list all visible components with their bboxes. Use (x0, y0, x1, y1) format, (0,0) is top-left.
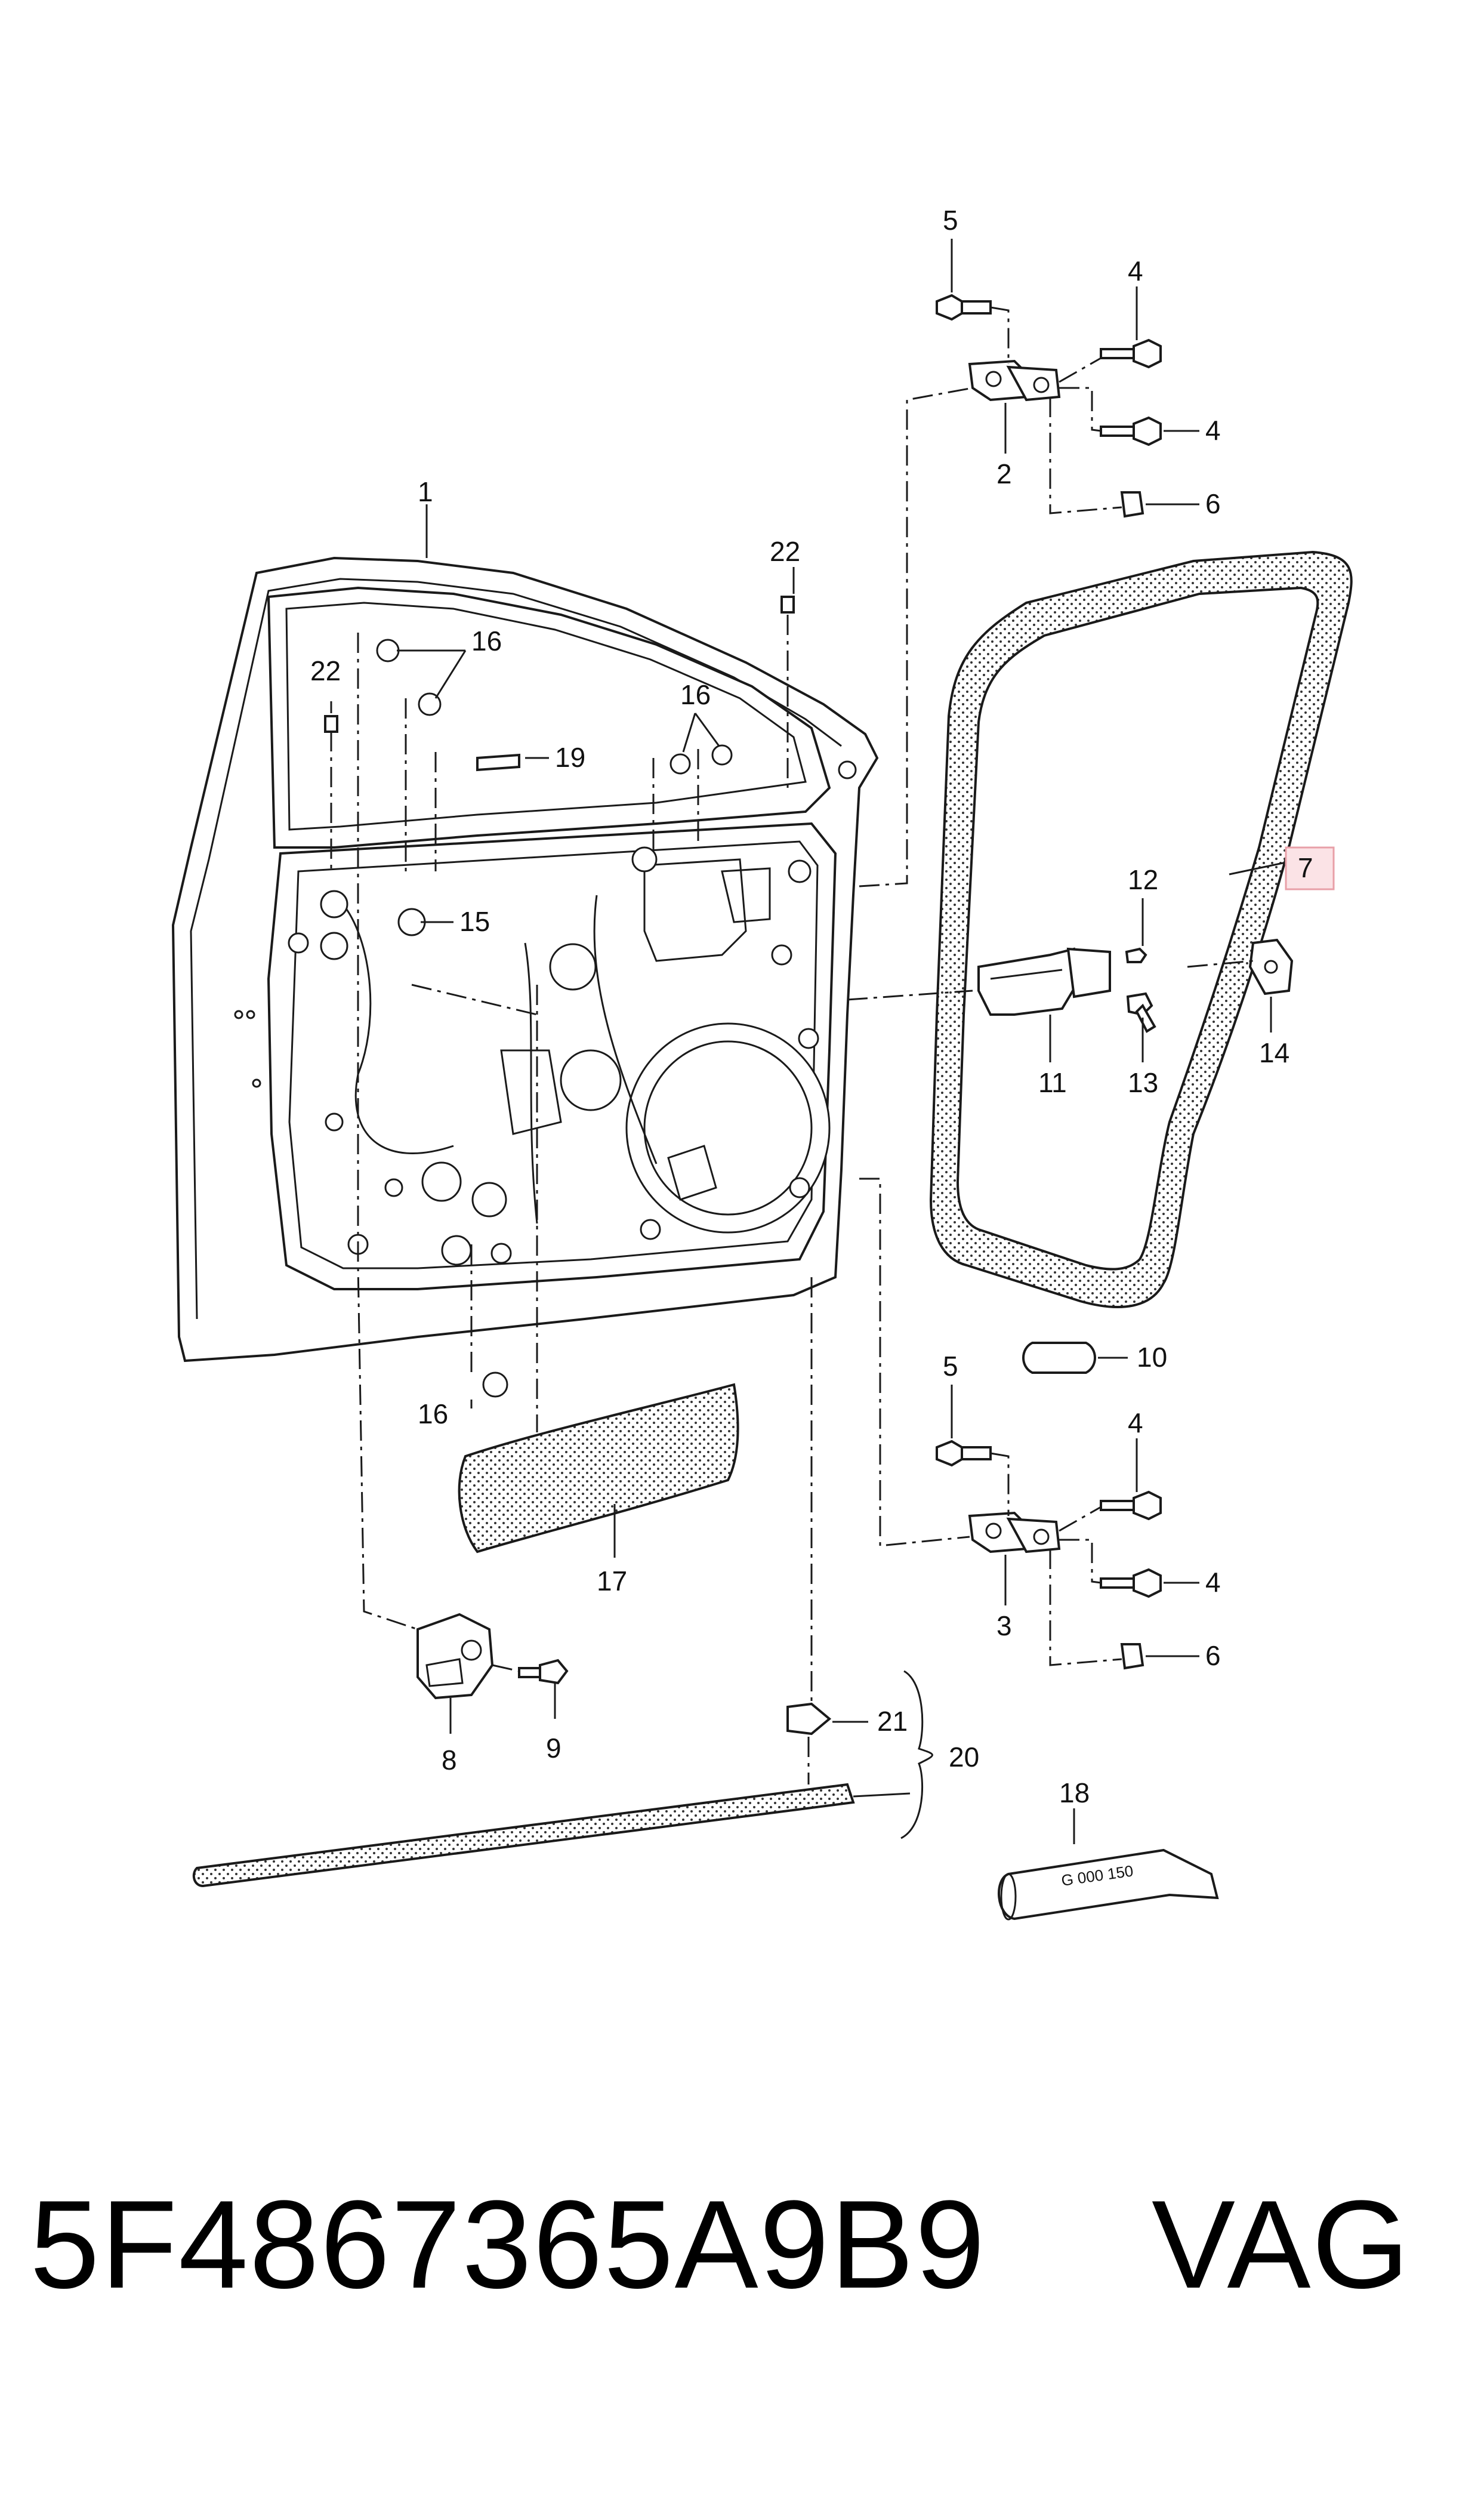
highlight-box-7[interactable] (1285, 846, 1335, 890)
label-5-bottom: 5 (943, 1351, 958, 1382)
label-1: 1 (418, 476, 433, 507)
small-parts (324, 596, 795, 1398)
label-16-upper: 16 (471, 625, 502, 657)
callout-lines (330, 239, 1286, 1844)
label-6-top: 6 (1205, 488, 1221, 519)
label-14: 14 (1259, 1037, 1289, 1068)
label-4-top-right: 4 (1205, 415, 1221, 446)
label-8: 8 (442, 1745, 457, 1776)
upper-hinge-part-2 (968, 359, 1061, 402)
door-shell-part-1 (171, 556, 879, 1363)
callout-labels: 1 5 4 4 2 6 22 16 22 16 19 7 12 15 14 11… (310, 205, 1313, 1808)
label-22-left: 22 (310, 655, 341, 686)
sound-pad-part-17 (458, 1383, 739, 1554)
footer: 5F4867365A9B9 VAG (0, 2172, 1484, 2314)
label-11: 11 (1038, 1067, 1067, 1098)
label-15: 15 (459, 906, 490, 937)
door-check-part-11 (977, 947, 1111, 1016)
brand-name: VAG (1152, 2174, 1411, 2314)
label-6-bottom: 6 (1205, 1640, 1221, 1671)
label-12: 12 (1128, 864, 1158, 895)
bracket-part-8 (416, 1613, 494, 1700)
label-9: 9 (546, 1733, 561, 1764)
door-seal-part-7 (929, 550, 1353, 1308)
screw-icons (518, 294, 1162, 1685)
label-4-bottom: 4 (1128, 1407, 1143, 1438)
striker-part-14 (1248, 938, 1294, 995)
label-2: 2 (996, 458, 1012, 489)
leader-lines (330, 306, 1254, 1784)
label-17: 17 (597, 1565, 627, 1596)
label-3: 3 (996, 1610, 1012, 1641)
label-16-lower: 16 (418, 1398, 448, 1429)
lower-hinge-part-3 (968, 1511, 1061, 1554)
label-19: 19 (555, 742, 585, 773)
label-4-bottom-right: 4 (1205, 1567, 1221, 1598)
label-22-right: 22 (770, 536, 800, 567)
label-13: 13 (1128, 1067, 1158, 1098)
clip-part-21 (786, 1702, 832, 1736)
label-16-middle: 16 (680, 679, 711, 710)
label-18: 18 (1059, 1777, 1090, 1808)
label-10: 10 (1137, 1342, 1167, 1373)
label-4-top: 4 (1128, 255, 1143, 286)
door-moulding-part-20 (192, 1783, 855, 1888)
grease-tube-part-18: G 000 150 (998, 1848, 1219, 1921)
label-20: 20 (949, 1742, 979, 1773)
label-5-top: 5 (943, 205, 958, 236)
part-number: 5F4867365A9B9 (30, 2174, 986, 2314)
label-7[interactable]: 7 (1298, 852, 1313, 883)
label-21: 21 (877, 1706, 908, 1737)
